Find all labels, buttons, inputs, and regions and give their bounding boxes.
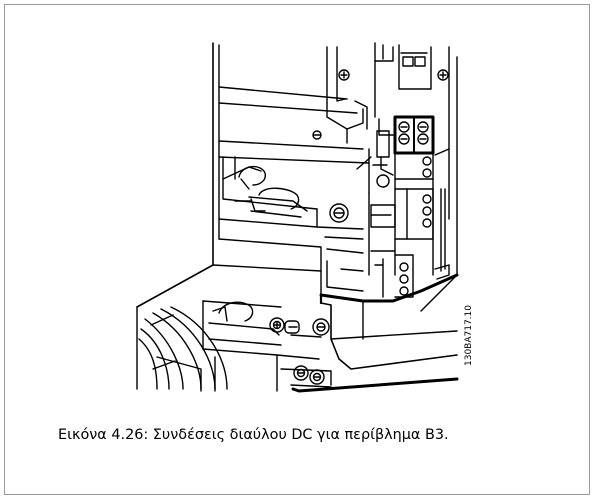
figure-frame: 130BA717.10 Εικόνα 4.26: Συνδέσεις διαύλ… <box>4 4 590 495</box>
dc-bus-terminal-illustration <box>136 42 459 393</box>
figure-code-label: 130BA717.10 <box>464 304 474 366</box>
figure-caption: Εικόνα 4.26: Συνδέσεις διαύλου DC για πε… <box>58 427 449 443</box>
